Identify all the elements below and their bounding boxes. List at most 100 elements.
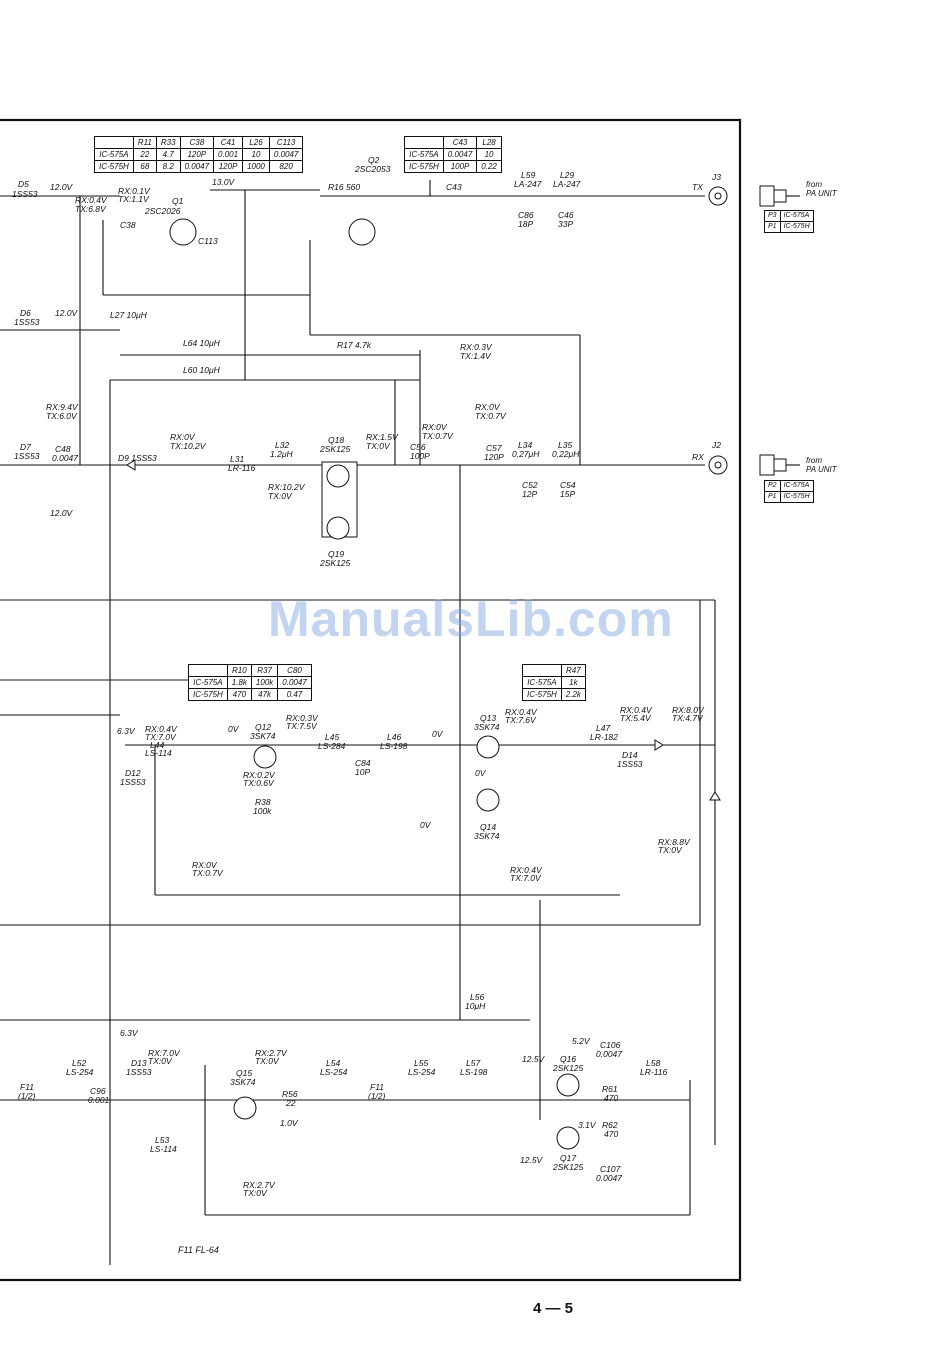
svg-text:2SC2026: 2SC2026 — [144, 206, 181, 216]
svg-text:0.27μH: 0.27μH — [512, 449, 540, 459]
svg-text:1SS53: 1SS53 — [617, 759, 643, 769]
svg-text:TX:0.7V: TX:0.7V — [475, 411, 507, 421]
svg-text:0V: 0V — [228, 724, 240, 734]
svg-text:TX:7.0V: TX:7.0V — [510, 873, 542, 883]
svg-text:L34: L34 — [518, 440, 532, 450]
svg-text:RX:0.1V: RX:0.1V — [118, 186, 151, 196]
svg-text:0V: 0V — [475, 768, 487, 778]
svg-text:LA-247: LA-247 — [514, 179, 542, 189]
svg-text:1SS53: 1SS53 — [120, 777, 146, 787]
svg-text:C46: C46 — [558, 210, 574, 220]
svg-text:RX:0.4V: RX:0.4V — [505, 707, 538, 717]
q2-transistor — [348, 218, 376, 246]
q1-transistor — [169, 218, 197, 246]
svg-text:C96: C96 — [90, 1086, 106, 1096]
svg-text:TX:0V: TX:0V — [366, 441, 391, 451]
svg-text:5.2V: 5.2V — [572, 1036, 591, 1046]
tx-line — [210, 180, 705, 197]
svg-text:(1/2): (1/2) — [368, 1091, 386, 1101]
svg-text:F11: F11 — [20, 1082, 34, 1092]
svg-text:10μH: 10μH — [465, 1001, 486, 1011]
svg-text:0.001: 0.001 — [88, 1095, 110, 1105]
svg-text:D13: D13 — [131, 1058, 147, 1068]
svg-text:L54: L54 — [326, 1058, 340, 1068]
svg-text:R61: R61 — [602, 1084, 618, 1094]
q19-transistor — [326, 516, 350, 540]
svg-text:RX:0V: RX:0V — [170, 432, 196, 442]
svg-text:L32: L32 — [275, 440, 289, 450]
svg-text:R16 560: R16 560 — [328, 182, 360, 192]
svg-text:LS-198: LS-198 — [380, 741, 408, 751]
svg-text:120P: 120P — [484, 452, 504, 462]
svg-text:100P: 100P — [410, 451, 430, 461]
svg-text:RX:0V: RX:0V — [192, 860, 218, 870]
q13-transistor — [476, 735, 500, 759]
svg-text:RX:0V: RX:0V — [475, 402, 501, 412]
svg-text:RX:2.7V: RX:2.7V — [255, 1048, 288, 1058]
p2-plug — [759, 454, 800, 476]
svg-text:L47: L47 — [596, 723, 610, 733]
svg-text:2SK125: 2SK125 — [319, 444, 351, 454]
svg-text:Q17: Q17 — [560, 1153, 576, 1163]
svg-text:TX:1.4V: TX:1.4V — [460, 351, 492, 361]
svg-text:LS-114: LS-114 — [150, 1144, 177, 1154]
svg-text:TX:0V: TX:0V — [243, 1188, 268, 1198]
svg-text:R38: R38 — [255, 797, 271, 807]
svg-text:RX:2.7V: RX:2.7V — [243, 1180, 276, 1190]
svg-text:RX:10.2V: RX:10.2V — [268, 482, 306, 492]
svg-text:10P: 10P — [355, 767, 370, 777]
j3-jack-center — [714, 192, 722, 200]
q17-transistor — [556, 1126, 580, 1150]
svg-text:13.0V: 13.0V — [212, 177, 236, 187]
svg-text:12.0V: 12.0V — [50, 508, 74, 518]
svg-text:12P: 12P — [522, 489, 537, 499]
svg-text:12.5V: 12.5V — [522, 1054, 546, 1064]
svg-text:0.0047: 0.0047 — [52, 453, 78, 463]
svg-text:Q19: Q19 — [328, 549, 344, 559]
svg-text:3SK74: 3SK74 — [230, 1077, 256, 1087]
svg-text:RX:0.4V: RX:0.4V — [620, 705, 653, 715]
svg-text:C84: C84 — [355, 758, 371, 768]
svg-text:C54: C54 — [560, 480, 576, 490]
svg-text:LR-116: LR-116 — [228, 463, 256, 473]
j2-jack-center — [714, 461, 722, 469]
svg-text:D5: D5 — [18, 179, 29, 189]
svg-text:C107: C107 — [600, 1164, 621, 1174]
svg-text:1.2μH: 1.2μH — [270, 449, 293, 459]
svg-text:470: 470 — [604, 1129, 618, 1139]
svg-text:2SC2053: 2SC2053 — [354, 164, 391, 174]
svg-text:1SS53: 1SS53 — [14, 317, 40, 327]
svg-text:6.3V: 6.3V — [117, 726, 136, 736]
svg-text:C106: C106 — [600, 1040, 621, 1050]
svg-text:R56: R56 — [282, 1089, 298, 1099]
svg-text:12.0V: 12.0V — [55, 308, 79, 318]
svg-text:D6: D6 — [20, 308, 31, 318]
svg-text:Q16: Q16 — [560, 1054, 576, 1064]
q14-transistor — [476, 788, 500, 812]
svg-text:LS-284: LS-284 — [318, 741, 346, 751]
d15-diode — [709, 791, 721, 801]
svg-text:C43: C43 — [446, 182, 462, 192]
svg-text:C48: C48 — [55, 444, 71, 454]
svg-text:TX:0V: TX:0V — [148, 1056, 173, 1066]
svg-text:3SK74: 3SK74 — [474, 831, 500, 841]
svg-text:RX:0.3V: RX:0.3V — [460, 342, 493, 352]
svg-text:L57: L57 — [466, 1058, 480, 1068]
svg-text:Q18: Q18 — [328, 435, 344, 445]
svg-text:TX:0.6V: TX:0.6V — [243, 778, 275, 788]
svg-text:RX:9.4V: RX:9.4V — [46, 402, 79, 412]
svg-text:RX:1.5V: RX:1.5V — [366, 432, 399, 442]
svg-text:L60 10μH: L60 10μH — [183, 365, 221, 375]
svg-text:J2: J2 — [711, 440, 721, 450]
svg-text:0V: 0V — [432, 729, 444, 739]
svg-text:L59: L59 — [521, 170, 535, 180]
svg-text:L52: L52 — [72, 1058, 86, 1068]
svg-text:L64 10μH: L64 10μH — [183, 338, 221, 348]
svg-text:LS-254: LS-254 — [408, 1067, 436, 1077]
svg-text:TX:0V: TX:0V — [268, 491, 293, 501]
svg-text:LR-182: LR-182 — [590, 732, 618, 742]
svg-text:Q14: Q14 — [480, 822, 496, 832]
svg-text:1.0V: 1.0V — [280, 1118, 299, 1128]
svg-text:(1/2): (1/2) — [18, 1091, 36, 1101]
